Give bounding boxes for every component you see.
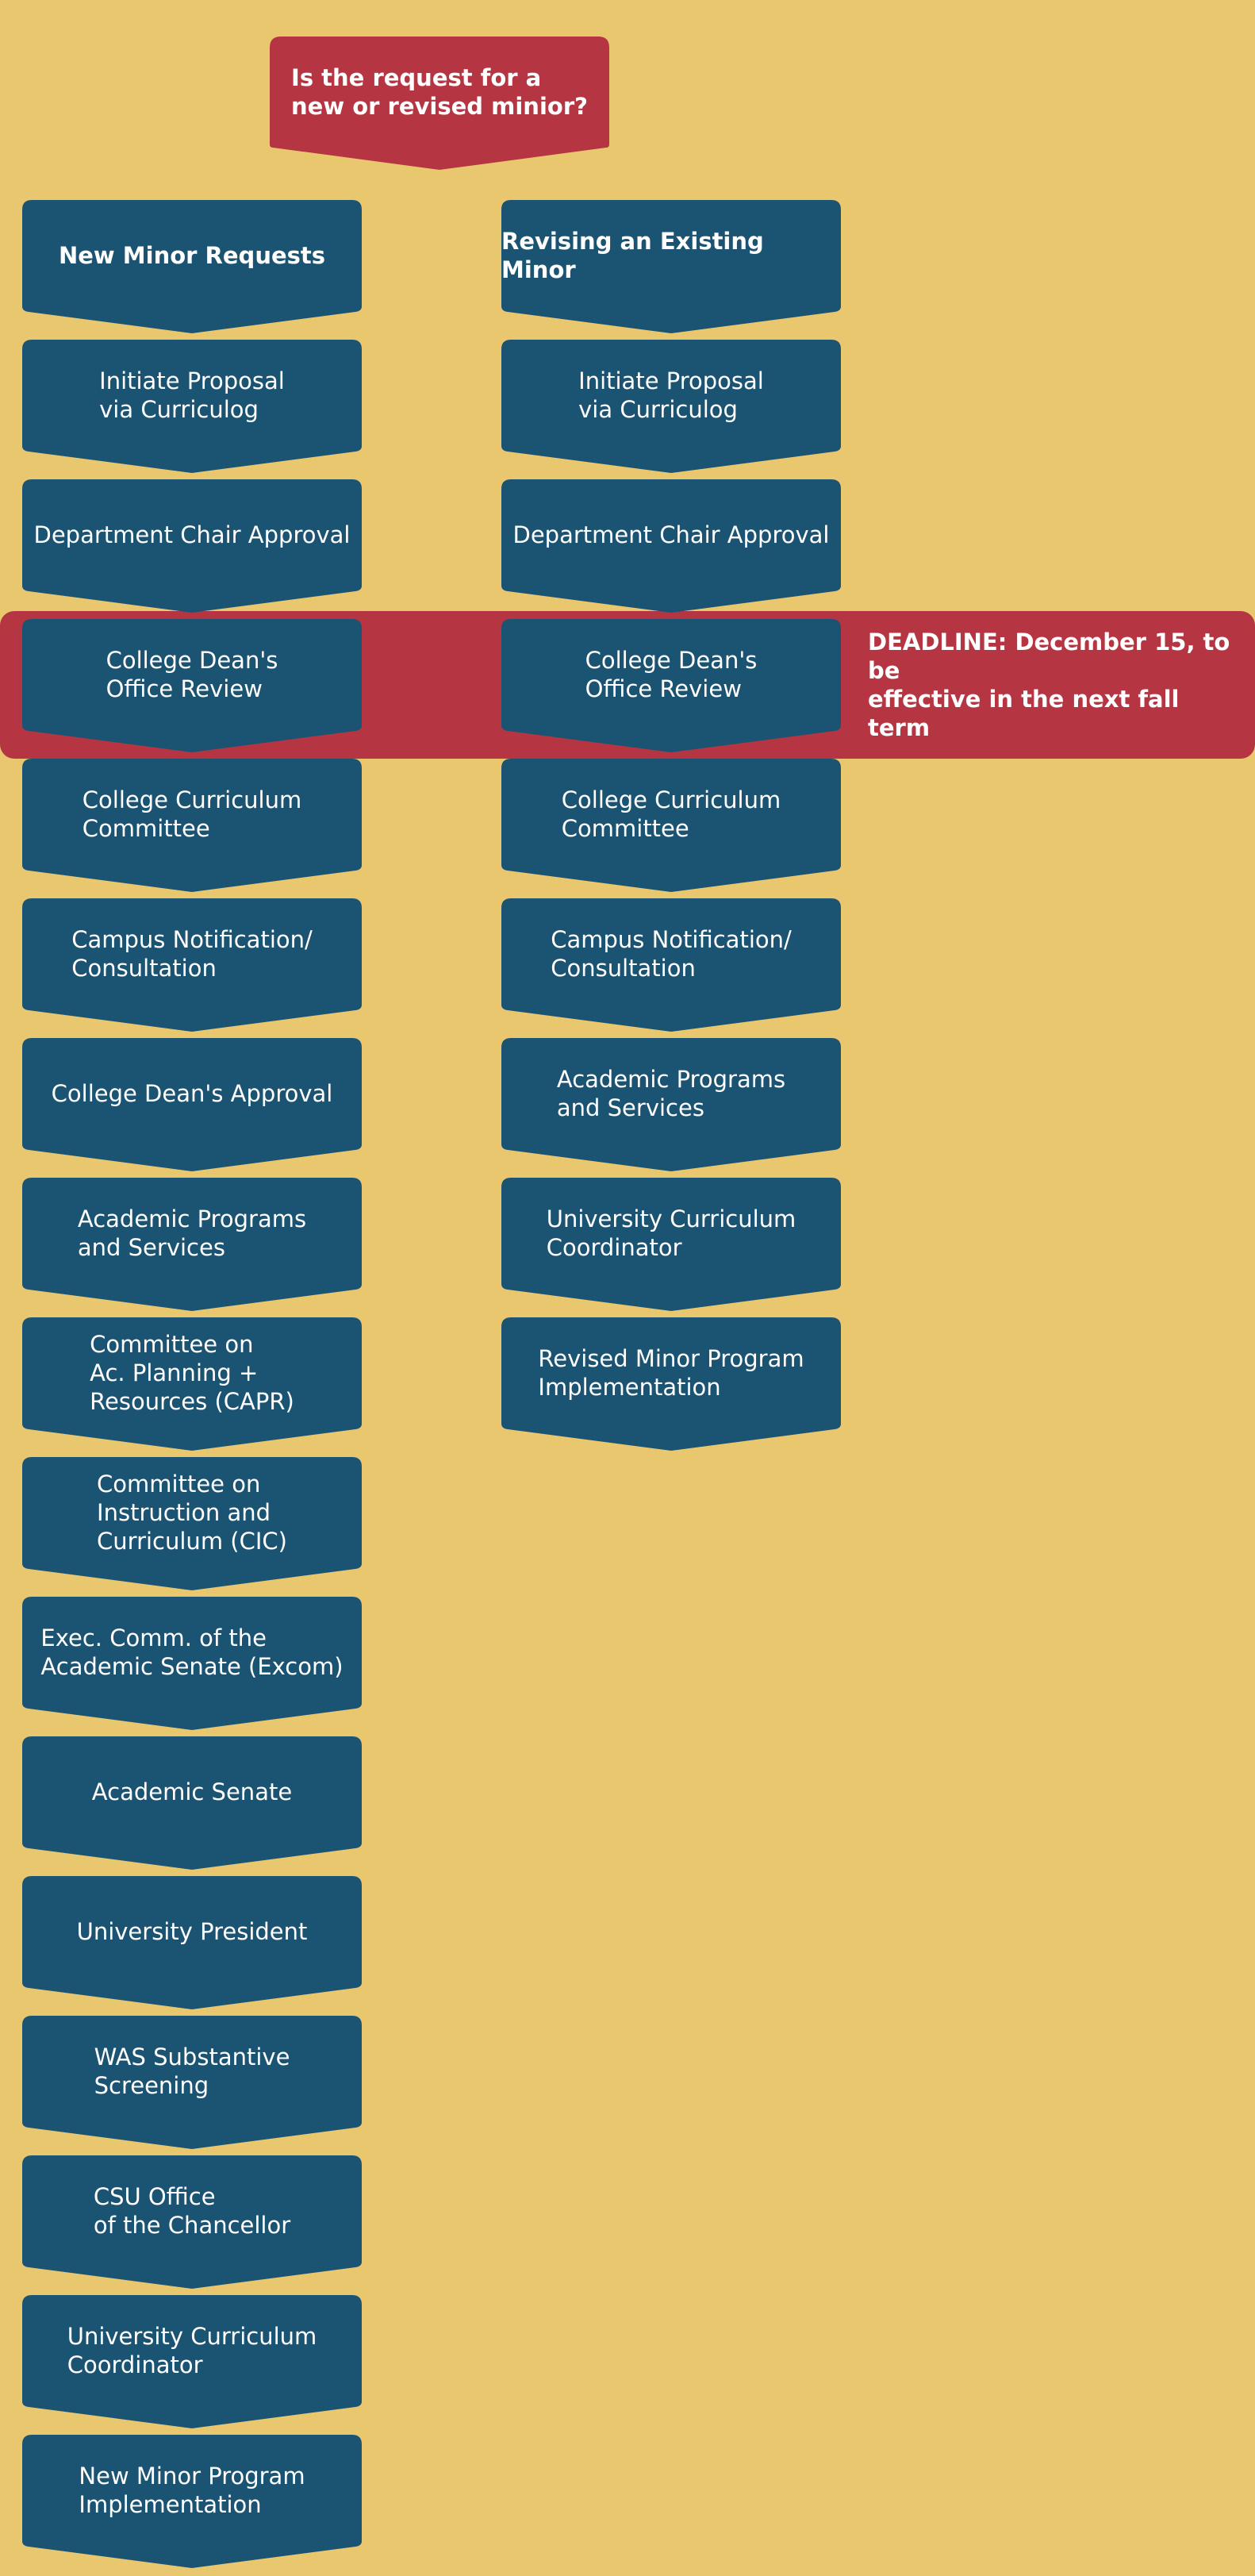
new-minor-step-label: Academic Programs and Services [77,1205,307,1261]
step-shape [22,340,362,473]
step-shape [22,479,362,613]
step-shape [22,1876,362,2009]
new-minor-step: Department Chair Approval [22,479,362,613]
revised-minor-step-label: Department Chair Approval [512,521,830,548]
new-minor-step-label: College Curriculum Committee [82,786,302,842]
question-shape [270,37,609,170]
new-minor-step: New Minor Program Implementation [22,2435,362,2568]
question-text: Is the request for a new or revised mini… [291,64,588,120]
revised-minor-header-text: Revising an Existing Minor [501,228,764,283]
step-shape [501,619,841,752]
step-shape [501,200,841,333]
step-shape [22,1317,362,1451]
new-minor-step: Campus Notification/ Consultation [22,898,362,1032]
step-shape [22,2016,362,2149]
revised-minor-step: University Curriculum Coordinator [501,1178,841,1311]
new-minor-header: New Minor Requests [22,200,362,333]
question-box: Is the request for a new or revised mini… [270,37,609,170]
new-minor-step-label: College Dean's Approval [51,1080,333,1107]
revised-minor-step-label: Initiate Proposal via Curriculog [578,367,764,423]
new-minor-step-label: University Curriculum Coordinator [67,2323,317,2378]
step-shape [22,2295,362,2428]
revised-minor-step-label: Revised Minor Program Implementation [538,1345,804,1401]
revised-minor-step-label: Campus Notification/ Consultation [551,926,792,982]
new-minor-step: University Curriculum Coordinator [22,2295,362,2428]
revised-minor-step-label: University Curriculum Coordinator [546,1205,796,1261]
step-shape [22,1038,362,1171]
step-shape [501,340,841,473]
new-minor-step-label: Campus Notification/ Consultation [71,926,313,982]
revised-minor-step-label: Academic Programs and Services [556,1066,786,1121]
revised-minor-step: Initiate Proposal via Curriculog [501,340,841,473]
new-minor-step-label: Committee on Instruction and Curriculum … [97,1471,287,1555]
step-shape [22,1457,362,1590]
revised-minor-step: College Curriculum Committee [501,759,841,892]
new-minor-step: University President [22,1876,362,2009]
new-minor-step-label: CSU Office of the Chancellor [93,2183,291,2239]
new-minor-step: Exec. Comm. of the Academic Senate (Exco… [22,1597,362,1730]
step-shape [22,619,362,752]
new-minor-step: College Curriculum Committee [22,759,362,892]
step-shape [22,1736,362,1870]
step-shape [22,2435,362,2568]
new-minor-step-label: Academic Senate [91,1778,293,1805]
revised-minor-step: Revised Minor Program Implementation [501,1317,841,1451]
revised-minor-header: Revising an Existing Minor [501,200,841,333]
new-minor-step-label: College Dean's Office Review [106,647,278,702]
new-minor-step-label: Department Chair Approval [33,521,351,548]
new-minor-step: Academic Programs and Services [22,1178,362,1311]
new-minor-step: CSU Office of the Chancellor [22,2155,362,2289]
revised-minor-step-label: College Dean's Office Review [585,647,758,702]
new-minor-step: Academic Senate [22,1736,362,1870]
revised-minor-step: Academic Programs and Services [501,1038,841,1171]
step-shape [501,479,841,613]
new-minor-step-label: WAS Substantive Screening [94,2043,290,2099]
new-minor-step: WAS Substantive Screening [22,2016,362,2149]
new-minor-step: Committee on Ac. Planning + Resources (C… [22,1317,362,1451]
step-shape [22,759,362,892]
new-minor-header-text: New Minor Requests [58,242,326,269]
new-minor-step-label: New Minor Program Implementation [79,2463,305,2518]
new-minor-step: Committee on Instruction and Curriculum … [22,1457,362,1590]
step-shape [501,1178,841,1311]
step-shape [501,1317,841,1451]
step-shape [22,200,362,333]
new-minor-step-label: Exec. Comm. of the Academic Senate (Exco… [40,1624,343,1680]
new-minor-step: College Dean's Office Review [22,619,362,752]
revised-minor-step: Department Chair Approval [501,479,841,613]
revised-minor-step: College Dean's Office Review [501,619,841,752]
revised-minor-step: Campus Notification/ Consultation [501,898,841,1032]
new-minor-step: College Dean's Approval [22,1038,362,1171]
step-shape [22,1597,362,1730]
new-minor-step-label: Committee on Ac. Planning + Resources (C… [90,1331,294,1415]
new-minor-step-label: University President [76,1918,308,1945]
step-shape [501,898,841,1032]
step-shape [22,898,362,1032]
new-minor-step-label: Initiate Proposal via Curriculog [99,367,285,423]
new-minor-step: Initiate Proposal via Curriculog [22,340,362,473]
step-shape [22,1178,362,1311]
revised-minor-step-label: College Curriculum Committee [561,786,781,842]
step-shape [22,2155,362,2289]
step-shape [501,1038,841,1171]
step-shape [501,759,841,892]
deadline-text: DEADLINE: December 15, to be effective i… [868,629,1230,741]
